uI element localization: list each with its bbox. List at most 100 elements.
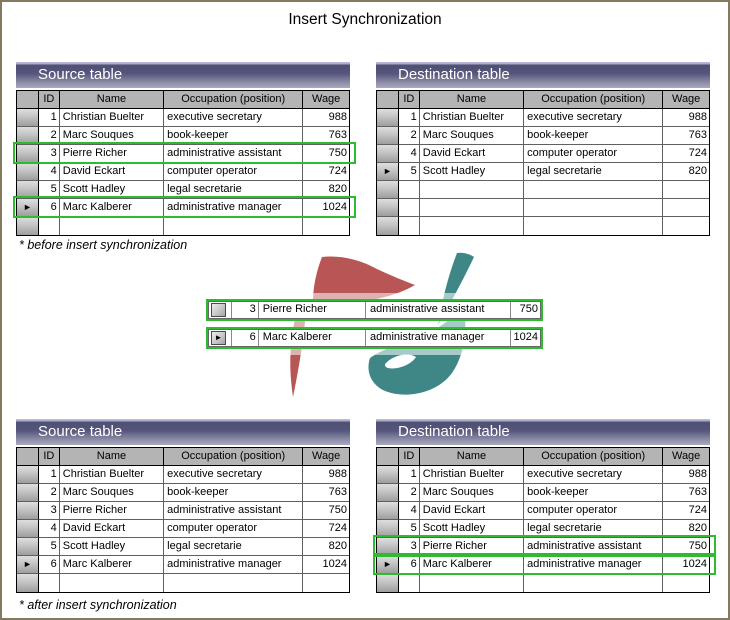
column-header-occupation: Occupation (position): [524, 448, 664, 466]
cell-wage: 820: [303, 181, 350, 199]
cell-occupation: executive secretary: [524, 466, 664, 484]
cell-name: Marc Souques: [419, 484, 525, 502]
column-header-wage: Wage: [303, 448, 349, 466]
cell-name: David Eckart: [59, 163, 165, 181]
column-header-name: Name: [419, 448, 525, 466]
cell-wage: 724: [663, 145, 710, 163]
cell-occupation: executive secretary: [164, 109, 304, 127]
cell-id: 2: [38, 484, 60, 502]
cell-id: 1: [38, 466, 60, 484]
empty-cell: [663, 199, 710, 217]
row-selector: [377, 484, 399, 502]
cell-occupation: legal secretarie: [524, 520, 664, 538]
row-selector: [17, 109, 39, 127]
cell-wage: 763: [663, 484, 710, 502]
cell-wage: 750: [510, 302, 540, 318]
cell-id: 5: [38, 538, 60, 556]
empty-cell: [398, 199, 420, 217]
cell-name: Christian Buelter: [59, 109, 165, 127]
cell-name: Marc Kalberer: [59, 556, 165, 574]
column-header-wage: Wage: [663, 448, 709, 466]
cell-name: Marc Souques: [419, 127, 525, 145]
empty-cell: [663, 181, 710, 199]
cell-occupation: computer operator: [164, 520, 304, 538]
row-selector: [17, 538, 39, 556]
empty-cell: [524, 181, 664, 199]
highlight-box: [373, 553, 716, 575]
row-selector-button: [211, 303, 226, 317]
cell-id: 1: [38, 109, 60, 127]
caption-after: * after insert synchronization: [19, 598, 177, 612]
row-selector: ►: [209, 330, 231, 346]
row-pointer-icon: ►: [214, 333, 223, 342]
empty-cell: [524, 574, 664, 592]
cell-id: 5: [398, 163, 420, 181]
column-header-wage: Wage: [303, 91, 349, 109]
row-pointer-icon: ►: [382, 166, 392, 176]
row-selector: [377, 181, 399, 199]
row-pointer-icon: ►: [22, 202, 32, 212]
empty-cell: [39, 574, 60, 592]
cell-wage: 763: [303, 484, 350, 502]
empty-cell: [39, 217, 60, 235]
cell-name: David Eckart: [419, 502, 525, 520]
row-selector-header: [377, 448, 399, 466]
cell-occupation: computer operator: [164, 163, 304, 181]
row-selector: [17, 163, 39, 181]
page-title: Insert Synchronization: [288, 11, 442, 28]
row-selector: [17, 181, 39, 199]
empty-row: [377, 217, 709, 235]
row-selector-button: ►: [211, 331, 226, 345]
column-header-occupation: Occupation (position): [164, 448, 304, 466]
row-selector: [377, 127, 399, 145]
empty-cell: [420, 217, 525, 235]
row-selector: [377, 199, 399, 217]
cell-id: 2: [38, 127, 60, 145]
cell-wage: 763: [663, 127, 710, 145]
cell-id: 6: [38, 556, 60, 574]
row-selector: [377, 217, 399, 235]
cell-id: 5: [38, 181, 60, 199]
table-title-bar: Destination table: [376, 62, 710, 88]
highlight-box: [13, 196, 356, 218]
cell-id: 5: [398, 520, 420, 538]
vendor-logo: [285, 252, 475, 397]
empty-cell: [164, 574, 304, 592]
cell-occupation: book-keeper: [164, 484, 304, 502]
empty-cell: [399, 574, 420, 592]
cell-name: Marc Souques: [59, 127, 165, 145]
cell-name: Marc Kalberer: [257, 330, 365, 346]
column-header-name: Name: [419, 91, 525, 109]
column-header-id: ID: [398, 448, 420, 466]
cell-id: 4: [38, 520, 60, 538]
row-selector: ►: [377, 163, 399, 181]
empty-row: [377, 199, 710, 217]
cell-occupation: book-keeper: [164, 127, 304, 145]
cell-id: 1: [398, 109, 420, 127]
cell-occupation: computer operator: [524, 145, 664, 163]
cell-name: Pierre Richer: [59, 502, 165, 520]
row-selector: [17, 217, 39, 235]
row-selector-header: [17, 448, 39, 466]
cell-id: 2: [398, 127, 420, 145]
cell-id: 4: [398, 145, 420, 163]
